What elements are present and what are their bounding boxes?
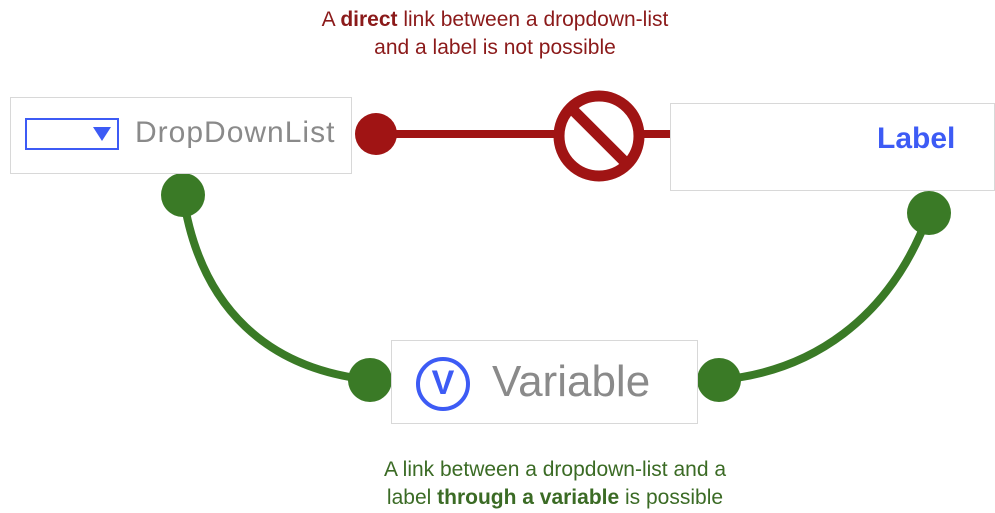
dropdown-list-label: DropDownList (135, 116, 336, 149)
variable-v-icon: V (416, 357, 470, 411)
dropdown-list-node: DropDownList (10, 97, 352, 174)
label-node: Label (670, 103, 995, 191)
caption-text: and a label is not possible (374, 36, 616, 59)
green-endpoint-variable-left (348, 358, 392, 402)
green-endpoint-label (907, 191, 951, 235)
green-link-dropdown-variable (179, 191, 376, 384)
variable-label: Variable (492, 357, 651, 406)
green-link-label-variable (715, 209, 933, 384)
prohibited-icon (553, 90, 645, 182)
label-node-text: Label (877, 122, 956, 155)
caption-emphasis: direct (340, 8, 398, 31)
caption-text: label (386, 486, 438, 509)
caption-text: A link between a dropdown-list and a (383, 458, 727, 481)
caption-emphasis: through a variable (437, 486, 620, 509)
red-endpoint-dropdown (355, 113, 397, 155)
direct-link-caption: A direct link between a dropdown-list an… (245, 6, 745, 62)
caption-text: link between a dropdown-list (397, 8, 669, 31)
dropdown-arrow-icon (93, 127, 111, 141)
variable-link-caption: A link between a dropdown-list and a lab… (305, 456, 805, 512)
green-endpoint-variable-right (697, 358, 741, 402)
dropdown-widget (25, 118, 119, 150)
variable-node: V Variable (391, 340, 698, 424)
caption-text: A (321, 8, 341, 31)
caption-text: is possible (619, 486, 724, 509)
green-endpoint-dropdown (161, 173, 205, 217)
